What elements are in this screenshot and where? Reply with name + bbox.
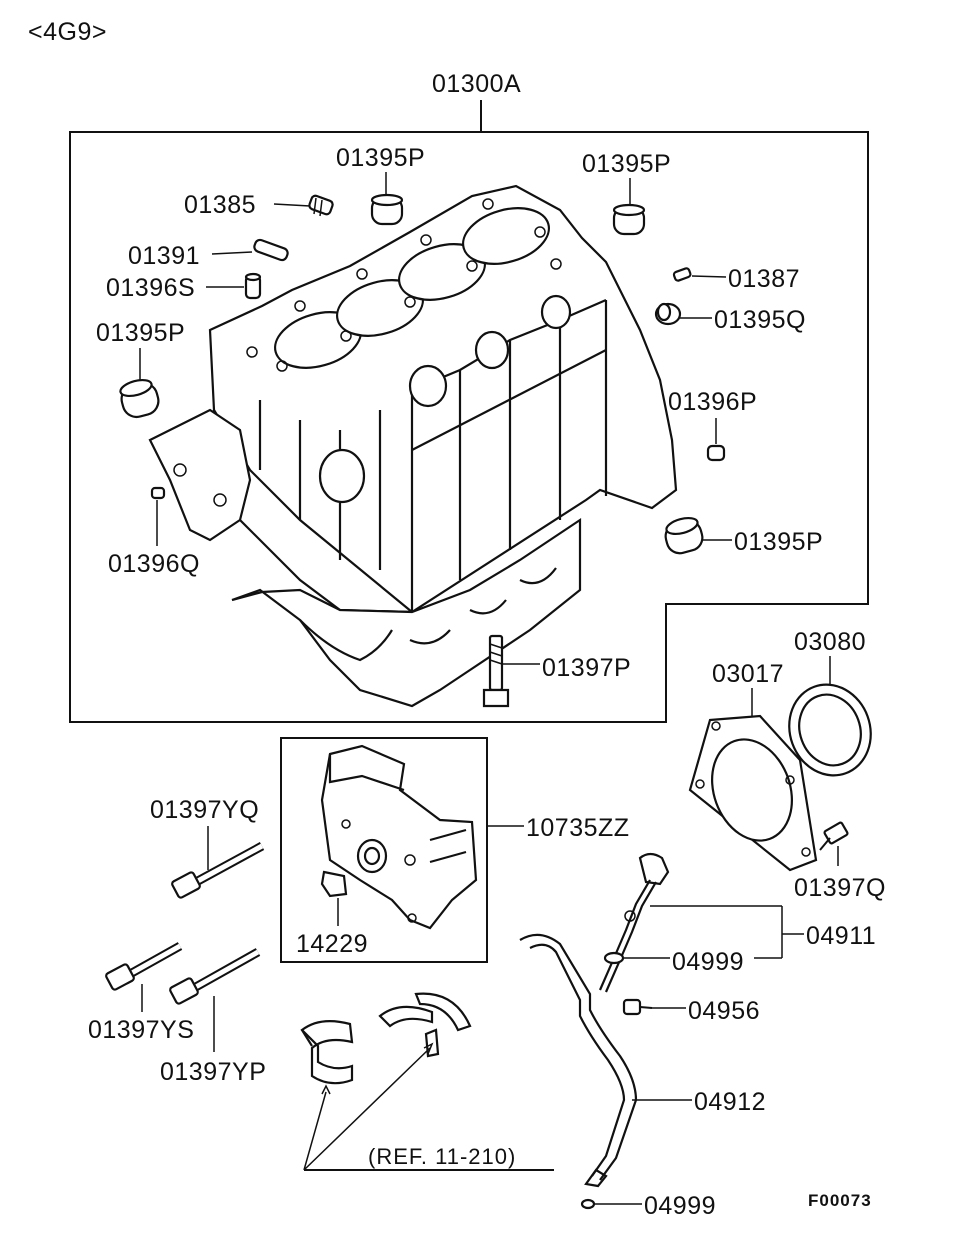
block-boss-front [318,448,366,504]
label-01387[interactable]: 01387 [728,265,800,293]
label-01395P-right[interactable]: 01395P [734,528,823,556]
bolt-01397YS[interactable] [105,942,183,991]
engine-code: <4G9> [28,18,107,46]
main-bearing[interactable] [300,1019,354,1085]
thrust-bearing-left[interactable] [378,1005,434,1028]
o-ring-04999-lower[interactable] [580,1198,596,1210]
dowel-01396S[interactable] [244,272,262,300]
label-14229[interactable]: 14229 [296,930,368,958]
label-01300A[interactable]: 01300A [432,70,521,98]
bolt-01397YQ[interactable] [171,842,265,899]
leader-01385 [273,203,311,207]
label-01385[interactable]: 01385 [184,191,256,219]
ref-note[interactable]: (REF. 11-210) [368,1144,516,1169]
bolt-04956[interactable] [622,998,653,1016]
label-01396S[interactable]: 01396S [106,274,195,302]
oil-pump-case-10735ZZ[interactable] [320,744,478,930]
figure-code: F00073 [808,1191,872,1210]
label-04911[interactable]: 04911 [806,922,876,950]
label-01395P-top[interactable]: 01395P [336,144,425,172]
block-boss-mid [408,364,448,408]
ref-arrows [303,1047,431,1171]
leader-01387 [691,275,727,278]
expansion-plug-top-right[interactable] [612,203,646,236]
oil-level-gauge-guide-04912[interactable] [519,933,638,1188]
bolt-01397Q[interactable] [819,821,849,851]
label-01391[interactable]: 01391 [128,242,200,270]
expansion-plug-left[interactable] [118,377,161,420]
label-04912[interactable]: 04912 [694,1088,766,1116]
label-03017[interactable]: 03017 [712,660,784,688]
leader-01391 [211,251,253,255]
label-01395P-top-right[interactable]: 01395P [582,150,671,178]
label-10735ZZ[interactable]: 10735ZZ [526,814,630,842]
expansion-plug-right[interactable] [663,515,706,556]
label-04956[interactable]: 04956 [688,997,760,1025]
pin-01391[interactable] [253,238,289,262]
oil-level-gauge-04911[interactable] [598,852,670,993]
ref-arrowheads [321,1042,434,1095]
label-04999-upper[interactable]: 04999 [672,948,744,976]
cylinder-block[interactable] [148,184,678,708]
oil-seal-03080[interactable] [777,673,884,787]
plug-14229[interactable] [320,870,348,898]
label-01396Q[interactable]: 01396Q [108,550,200,578]
cylinder-bore-4 [462,207,550,265]
expansion-plug-01395Q[interactable] [654,302,682,326]
thrust-bearing-right[interactable] [414,992,472,1058]
label-01397YP[interactable]: 01397YP [160,1058,266,1086]
expansion-plug-top-center[interactable] [370,193,404,226]
block-boss-rear [474,330,510,370]
oil-pump-bracket-box [280,737,488,963]
label-01397YQ[interactable]: 01397YQ [150,796,259,824]
label-01395P-left[interactable]: 01395P [96,319,185,347]
label-01395Q[interactable]: 01395Q [714,306,806,334]
dowel-01396Q[interactable] [150,486,166,500]
label-04999-lower[interactable]: 04999 [644,1192,716,1220]
o-ring-04999-upper[interactable] [603,951,625,965]
bolt-01397YP[interactable] [169,948,261,1005]
label-01396P[interactable]: 01396P [668,388,757,416]
bolt-01397P[interactable] [482,634,510,708]
plug-01385[interactable] [308,194,334,217]
label-01397P[interactable]: 01397P [542,654,631,682]
label-03080[interactable]: 03080 [794,628,866,656]
dowel-01396P[interactable] [706,444,726,462]
bolt-holes [246,198,562,372]
assembly-bracket-outline [69,131,869,723]
pin-01387[interactable] [672,267,692,282]
label-01397Q[interactable]: 01397Q [794,874,886,902]
oil-seal-case-03017[interactable] [688,714,818,872]
label-01397YS[interactable]: 01397YS [88,1016,194,1044]
